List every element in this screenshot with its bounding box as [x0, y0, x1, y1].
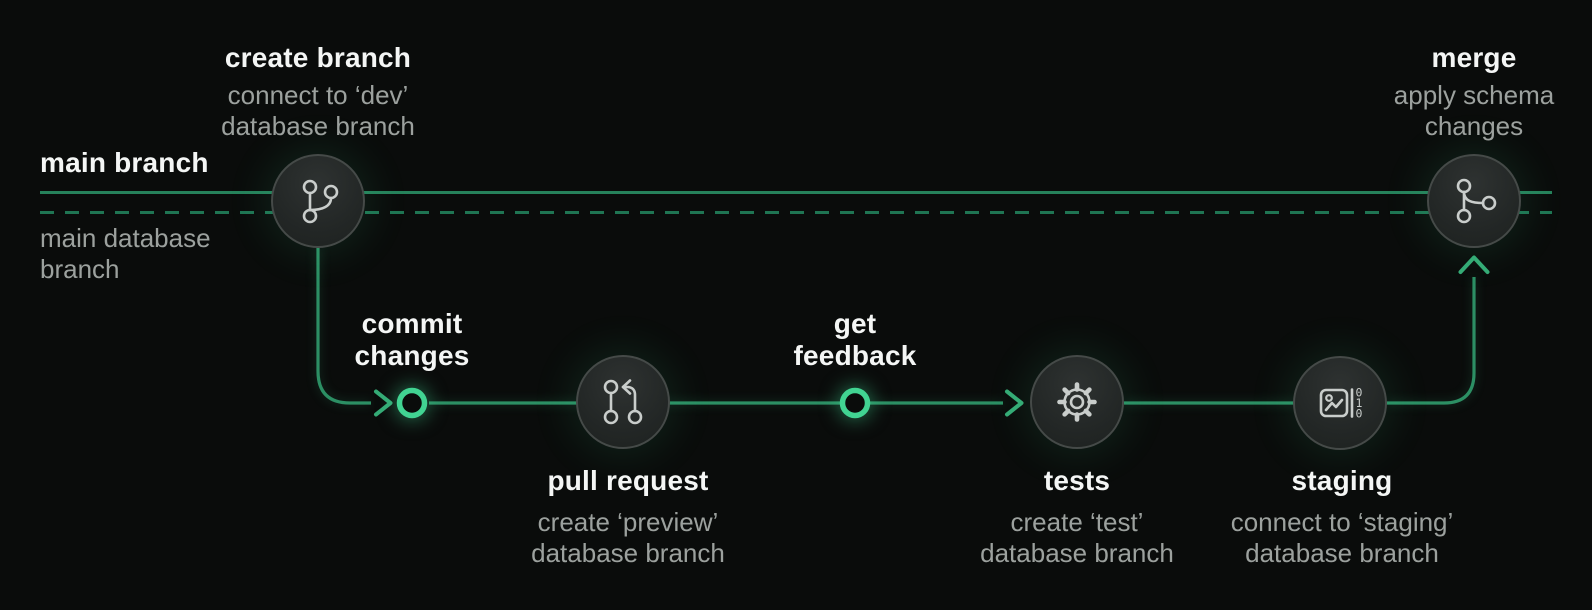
create-branch-label: create branch connect to ‘dev’ database … [148, 42, 488, 142]
staging-subtitle-line2: database branch [1245, 538, 1439, 568]
svg-text:0: 0 [1356, 407, 1363, 421]
create-branch-subtitle-line1: connect to ‘dev’ [227, 80, 409, 110]
staging-title: staging [1291, 465, 1393, 496]
merge-subtitle-line1: apply schema [1393, 80, 1555, 110]
git-branch-icon [302, 179, 339, 224]
staging-label: staging connect to ‘staging’ database br… [1172, 465, 1512, 569]
main-branch-title: main branch [40, 147, 209, 178]
gear-icon [1057, 382, 1097, 422]
feature-branch-path [316, 246, 1476, 405]
main-db-label-line2: branch [40, 254, 120, 284]
merge-label: merge apply schema changes [1304, 42, 1592, 142]
tests-subtitle-line2: database branch [980, 538, 1174, 568]
pull-request-label: pull request create ‘preview’ database b… [458, 465, 798, 569]
feedback-ring-marker [839, 387, 871, 419]
arrow-right-icon [1005, 389, 1024, 417]
create-branch-title: create branch [224, 42, 412, 73]
get-feedback-line1: get [833, 308, 877, 339]
git-merge-icon [1456, 178, 1497, 224]
node-tests [1030, 355, 1124, 449]
pull-request-subtitle-line1: create ‘preview’ [537, 507, 719, 537]
node-create-branch [271, 154, 365, 248]
commit-ring-marker [396, 387, 428, 419]
tests-label: tests create ‘test’ database branch [907, 465, 1247, 569]
tests-subtitle-line1: create ‘test’ [1010, 507, 1144, 537]
image-binary-icon: 0 1 0 [1319, 386, 1363, 421]
staging-subtitle-line1: connect to ‘staging’ [1230, 507, 1454, 537]
commit-changes-label: commit changes [292, 308, 532, 372]
merge-subtitle-line2: changes [1424, 111, 1524, 141]
node-staging: 0 1 0 [1293, 356, 1387, 450]
get-feedback-line2: feedback [793, 340, 917, 371]
svg-text:0: 0 [1356, 386, 1363, 400]
create-branch-subtitle-line2: database branch [221, 111, 415, 141]
main-branch-label: main branch [40, 147, 209, 179]
main-db-label-line1: main database [40, 223, 211, 253]
pull-request-subtitle-line2: database branch [531, 538, 725, 568]
node-pull-request [576, 355, 670, 449]
tests-title: tests [1043, 465, 1111, 496]
arrow-right-icon [374, 389, 393, 417]
merge-title: merge [1431, 42, 1517, 73]
node-merge [1427, 154, 1521, 248]
git-pull-request-icon [603, 379, 643, 425]
pull-request-title: pull request [547, 465, 709, 496]
get-feedback-label: get feedback [735, 308, 975, 372]
commit-changes-line1: commit [361, 308, 463, 339]
commit-changes-line2: changes [354, 340, 470, 371]
arrow-up-icon [1458, 255, 1490, 274]
main-database-branch-label: main database branch [40, 223, 211, 285]
svg-text:1: 1 [1356, 396, 1363, 410]
